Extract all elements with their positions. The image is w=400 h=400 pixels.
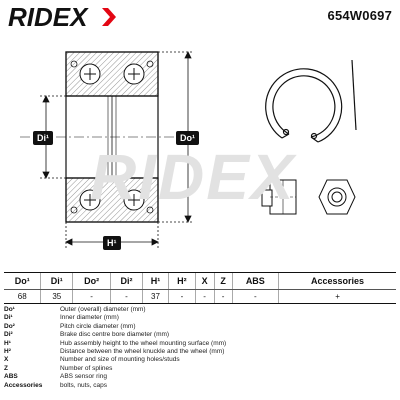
circlip-drawing bbox=[265, 59, 357, 143]
bearing-balls bbox=[79, 63, 145, 211]
technical-drawing: RIDEX bbox=[0, 30, 400, 260]
spec-col-di2: Di² bbox=[110, 272, 143, 290]
spec-value-di2: - bbox=[110, 289, 143, 304]
spec-value-h1: 37 bbox=[141, 289, 169, 304]
spec-value-x: - bbox=[194, 289, 215, 304]
spec-col-do2: Do² bbox=[72, 272, 111, 290]
spec-value-z: - bbox=[213, 289, 233, 304]
seal-marks bbox=[70, 60, 154, 214]
spec-col-do1: Do¹ bbox=[4, 272, 41, 290]
spec-col-abs: ABS bbox=[231, 272, 279, 290]
spec-value-do1: 68 bbox=[4, 289, 41, 304]
spec-value-accessories: + bbox=[278, 289, 396, 304]
spec-value-h2: - bbox=[168, 289, 196, 304]
spec-value-row: 68 35 - - 37 - - - - + bbox=[4, 289, 396, 304]
spec-col-accessories: Accessories bbox=[278, 272, 396, 290]
bearing-drawing bbox=[20, 51, 357, 248]
spec-col-h1: H¹ bbox=[141, 272, 169, 290]
spec-header-row: Do¹ Di¹ Do² Di² H¹ H² X Z ABS Accessorie… bbox=[4, 272, 396, 290]
nut-front-view bbox=[318, 179, 356, 215]
spec-table: Do¹ Di¹ Do² Di² H¹ H² X Z ABS Accessorie… bbox=[4, 272, 396, 304]
outer-diameter-label: Do¹ bbox=[176, 131, 199, 145]
nut-side-view bbox=[261, 179, 297, 215]
part-number: 654W0697 bbox=[327, 8, 392, 23]
spec-col-di1: Di¹ bbox=[40, 272, 73, 290]
spec-col-h2: H² bbox=[168, 272, 196, 290]
height-label: H¹ bbox=[103, 236, 121, 250]
logo-x-accent bbox=[102, 8, 116, 26]
spec-value-di1: 35 bbox=[40, 289, 73, 304]
watermark: RIDEX bbox=[90, 141, 296, 213]
ridex-logo: RIDEX bbox=[8, 4, 116, 30]
logo-text: RIDEX bbox=[8, 4, 89, 30]
spec-col-z: Z bbox=[213, 272, 233, 290]
inner-diameter-label: Di¹ bbox=[33, 131, 53, 145]
spec-value-do2: - bbox=[72, 289, 111, 304]
spec-value-abs: - bbox=[231, 289, 279, 304]
spec-col-x: X bbox=[194, 272, 215, 290]
